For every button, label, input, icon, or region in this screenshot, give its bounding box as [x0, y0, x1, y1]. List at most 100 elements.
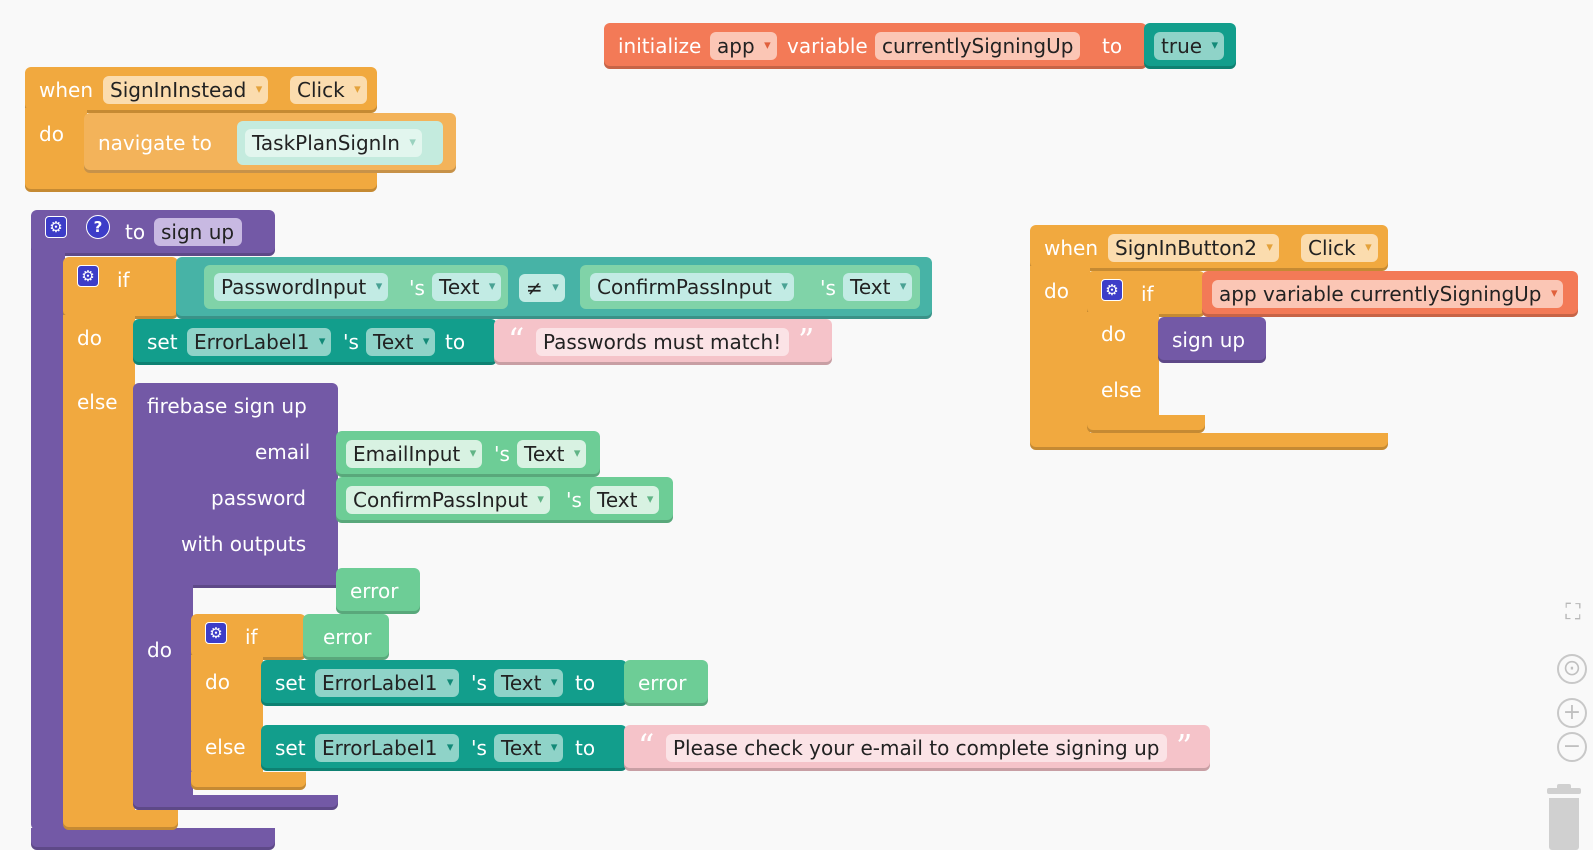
close-quote-icon: ”: [798, 321, 815, 359]
chevron-down-icon: ▾: [573, 446, 581, 461]
chevron-down-icon: ▾: [255, 82, 263, 97]
event-footer: [1030, 433, 1388, 450]
chevron-down-icon: ▾: [537, 492, 544, 507]
procedure-header[interactable]: ⚙ ? to sign up: [31, 210, 275, 256]
component-dropdown[interactable]: ConfirmPassInput▾: [346, 486, 550, 514]
password-getter[interactable]: ConfirmPassInput▾ 's Text▾: [336, 477, 673, 523]
set-label: set: [147, 330, 178, 354]
to-label: to: [1102, 34, 1123, 58]
set-errorlabel-error-block[interactable]: set ErrorLabel1▾ 's Text▾ to: [261, 660, 627, 706]
procedure-arm: [31, 250, 65, 830]
set-errorlabel-check-block[interactable]: set ErrorLabel1▾ 's Text▾ to: [261, 725, 627, 771]
to-label: to: [445, 330, 466, 354]
navigate-label: navigate to: [98, 131, 212, 155]
event-body-arm: do: [1030, 266, 1090, 446]
property-dropdown[interactable]: Text▾: [366, 328, 436, 356]
event-signininstead-click[interactable]: when SignInInstead▾ Click▾: [25, 67, 377, 113]
center-icon[interactable]: ⊙: [1557, 654, 1587, 684]
error-value[interactable]: error: [624, 660, 708, 706]
scope-dropdown[interactable]: app▾: [710, 32, 777, 60]
set-errorlabel-block[interactable]: set ErrorLabel1▾ 's Text▾ to: [133, 319, 497, 365]
fullscreen-icon[interactable]: ⛶: [1565, 600, 1581, 625]
right-getter[interactable]: ConfirmPassInput▾ 's Text▾: [580, 265, 920, 309]
initialize-variable-block[interactable]: initialize app▾ variable currentlySignin…: [604, 23, 1147, 69]
get-variable-block[interactable]: app variable currentlySigningUp▾: [1202, 271, 1578, 317]
inner-if-header[interactable]: ⚙ if: [191, 614, 306, 660]
screen-dropdown[interactable]: TaskPlanSignIn▾: [245, 129, 422, 157]
component-dropdown[interactable]: SignInButton2▾: [1108, 234, 1279, 262]
open-quote-icon: “: [638, 727, 655, 765]
chevron-down-icon: ▾: [409, 135, 416, 150]
chevron-down-icon: ▾: [354, 82, 361, 97]
string-block[interactable]: “ Passwords must match! ”: [494, 319, 832, 365]
event-dropdown[interactable]: Click▾: [1301, 234, 1378, 262]
email-getter[interactable]: EmailInput▾ 's Text▾: [336, 431, 600, 477]
chevron-down-icon: ▾: [550, 740, 558, 755]
left-getter[interactable]: PasswordInput▾ 's Text▾: [204, 265, 508, 309]
component-dropdown[interactable]: EmailInput▾: [346, 440, 483, 468]
gear-icon[interactable]: ⚙: [45, 216, 67, 238]
set-label: set: [275, 671, 306, 695]
if-else-block-header[interactable]: ⚙ if: [1087, 271, 1205, 317]
initialize-label: initialize: [618, 34, 702, 58]
call-sign-up-block[interactable]: sign up: [1158, 317, 1266, 363]
possessive-label: 's: [494, 442, 510, 466]
operator-dropdown[interactable]: ≠▾: [519, 274, 565, 302]
chevron-down-icon: ▾: [446, 740, 454, 755]
property-dropdown[interactable]: Text▾: [432, 273, 502, 301]
component-dropdown[interactable]: ErrorLabel1▾: [187, 328, 332, 356]
trash-icon[interactable]: [1543, 784, 1585, 850]
boolean-dropdown[interactable]: true▾: [1154, 32, 1225, 60]
chevron-down-icon: ▾: [318, 334, 326, 349]
zoom-in-icon[interactable]: +: [1557, 698, 1587, 728]
email-label: email: [255, 440, 311, 464]
property-dropdown[interactable]: Text▾: [494, 734, 564, 762]
chevron-down-icon: ▾: [646, 492, 654, 507]
event-dropdown[interactable]: Click▾: [290, 76, 367, 104]
chevron-down-icon: ▾: [552, 280, 559, 295]
chevron-down-icon: ▾: [1365, 240, 1372, 255]
gear-icon[interactable]: ⚙: [1101, 279, 1123, 301]
event-signinbutton2-click[interactable]: when SignInButton2▾ Click▾: [1030, 225, 1388, 271]
gear-icon[interactable]: ⚙: [77, 265, 99, 287]
property-dropdown[interactable]: Text▾: [494, 669, 564, 697]
chevron-down-icon: ▾: [1550, 286, 1558, 301]
component-dropdown[interactable]: ErrorLabel1▾: [315, 669, 460, 697]
property-dropdown[interactable]: Text▾: [590, 486, 660, 514]
else-label: else: [205, 735, 246, 759]
error-parameter[interactable]: error: [336, 568, 420, 614]
property-dropdown[interactable]: Text▾: [517, 440, 587, 468]
procedure-name-field[interactable]: sign up: [154, 218, 243, 246]
gear-icon[interactable]: ⚙: [205, 622, 227, 644]
crosshair-icon: ⊙: [1562, 656, 1582, 681]
do-label: do: [77, 326, 102, 350]
possessive-label: 's: [343, 330, 359, 354]
property-dropdown[interactable]: Text▾: [843, 273, 913, 301]
chevron-down-icon: ▾: [1266, 240, 1273, 255]
component-dropdown[interactable]: ErrorLabel1▾: [315, 734, 460, 762]
zoom-out-icon[interactable]: −: [1557, 732, 1587, 762]
string-field[interactable]: Passwords must match!: [536, 328, 790, 356]
close-quote-icon: ”: [1176, 727, 1193, 765]
when-label: when: [1044, 236, 1099, 260]
check-email-string-block[interactable]: “ Please check your e-mail to complete s…: [624, 725, 1210, 771]
help-icon[interactable]: ?: [86, 215, 110, 239]
firebase-sign-up-block[interactable]: firebase sign up email password with out…: [133, 383, 338, 588]
screen-name-block[interactable]: TaskPlanSignIn▾: [237, 121, 443, 165]
variable-dropdown[interactable]: app variable currentlySigningUp▾: [1212, 280, 1564, 308]
string-field[interactable]: Please check your e-mail to complete sig…: [666, 734, 1168, 762]
component-dropdown[interactable]: PasswordInput▾: [214, 273, 389, 301]
chevron-down-icon: ▾: [469, 446, 477, 461]
component-dropdown[interactable]: SignInInstead▾: [103, 76, 269, 104]
do-label: do: [1044, 279, 1069, 303]
error-condition[interactable]: error: [303, 614, 389, 660]
boolean-true-block[interactable]: true▾: [1144, 23, 1236, 69]
if-else-footer: [1087, 415, 1205, 433]
event-body-arm: do: [25, 108, 87, 178]
compare-block[interactable]: PasswordInput▾ 's Text▾ ≠▾ ConfirmPassIn…: [176, 257, 932, 319]
if-label: if: [245, 625, 258, 649]
component-dropdown[interactable]: ConfirmPassInput▾: [590, 273, 794, 301]
if-block-header[interactable]: ⚙ if: [63, 257, 178, 319]
chevron-down-icon: ▾: [488, 279, 496, 294]
variable-name-field[interactable]: currentlySigningUp: [875, 32, 1081, 60]
